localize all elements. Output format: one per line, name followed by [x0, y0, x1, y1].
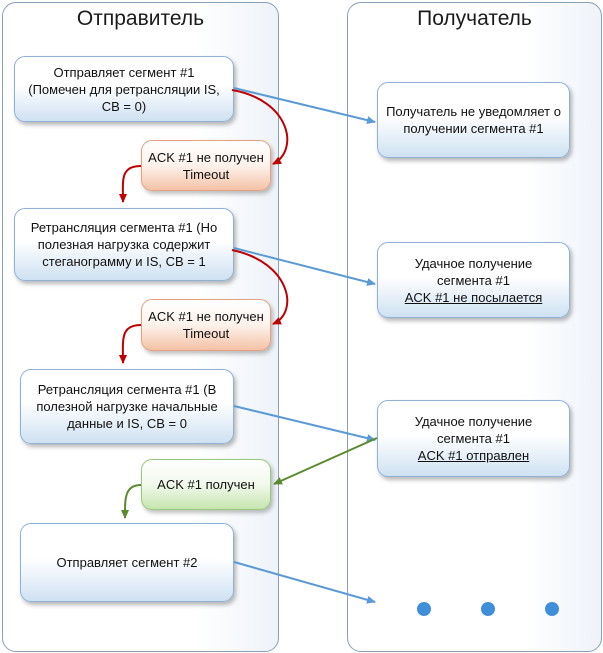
ack-arrow	[273, 437, 378, 485]
send-arrow-1	[233, 87, 376, 125]
ack-not-received-box-1: ACK #1 не получен Timeout	[141, 140, 271, 191]
receiver-no-notify-line2: получении сегмента #1	[403, 121, 544, 136]
ack-received-box: ACK #1 получен	[141, 459, 271, 510]
send-segment-1-line2: (Помечен для ретрансляции IS,	[28, 81, 220, 97]
retransmit-original-line1: Ретрансляция сегмента #1 (В	[37, 382, 217, 397]
retransmit-segment-1-original-box: Ретрансляция сегмента #1 (В полезной наг…	[20, 369, 234, 444]
send-segment-2-line: Отправляет сегмент #2	[56, 555, 198, 570]
retransmit-original-line2: полезной нагрузке начальные	[36, 399, 218, 414]
ack-not-sent-line: ACK #1 не посылается	[404, 289, 543, 305]
ack-received-line: ACK #1 получен	[157, 477, 255, 492]
sender-lane-title: Отправитель	[76, 7, 205, 30]
retransmit-stego-line3: стеганограмму и IS, CB = 1	[42, 254, 206, 269]
receiver-success-2-line2: сегмента #1	[437, 431, 510, 446]
timeout-return-arrow-1	[118, 165, 142, 203]
ack-return-arrow	[120, 484, 142, 519]
continuation-dot-3	[545, 602, 559, 616]
send-arrow-3	[233, 405, 376, 443]
retransmit-stego-line1: Ретрансляция сегмента #1 (Но	[30, 220, 218, 235]
timeout-arrow-2	[231, 249, 289, 325]
continuation-dot-2	[481, 602, 495, 616]
ack-not-received-2-line1: ACK #1 не получен	[148, 309, 264, 324]
send-segment-1-line3: CB = 0)	[101, 98, 147, 114]
timeout-arrow-1	[231, 89, 289, 165]
send-segment-1-box: Отправляет сегмент #1 (Помечен для ретра…	[14, 56, 234, 122]
ack-not-received-1-line1: ACK #1 не получен	[148, 149, 264, 165]
send-arrow-4	[233, 561, 376, 604]
send-segment-2-box: Отправляет сегмент #2	[20, 523, 234, 602]
retransmit-original-line3: данные и IS, CB = 0	[67, 416, 187, 431]
receiver-success-2-line1: Удачное получение	[414, 414, 533, 429]
timeout-return-arrow-2	[118, 324, 142, 364]
receiver-success-1-line1: Удачное получение	[414, 255, 533, 271]
timeout-1-line: Timeout	[182, 166, 230, 182]
receiver-success-1-line2: сегмента #1	[437, 272, 510, 288]
receiver-no-notify-box: Получатель не уведомляет о получении сег…	[377, 82, 570, 158]
receiver-success-ack-sent-box: Удачное получение сегмента #1 ACK #1 отп…	[377, 400, 570, 477]
receiver-success-no-ack-box: Удачное получение сегмента #1 ACK #1 не …	[377, 242, 570, 318]
ack-sent-line: ACK #1 отправлен	[417, 448, 530, 463]
continuation-dot-1	[417, 602, 431, 616]
retransmit-stego-line2: полезная нагрузка содержит	[37, 237, 211, 252]
send-segment-1-line1: Отправляет сегмент #1	[53, 64, 195, 80]
retransmit-segment-1-stego-box: Ретрансляция сегмента #1 (Но полезная на…	[14, 208, 234, 281]
receiver-no-notify-line1: Получатель не уведомляет о	[386, 104, 561, 119]
timeout-2-line: Timeout	[182, 326, 230, 341]
receiver-lane-title: Получатель	[417, 7, 532, 30]
ack-not-received-box-2: ACK #1 не получен Timeout	[141, 299, 271, 351]
send-arrow-2	[233, 247, 376, 286]
